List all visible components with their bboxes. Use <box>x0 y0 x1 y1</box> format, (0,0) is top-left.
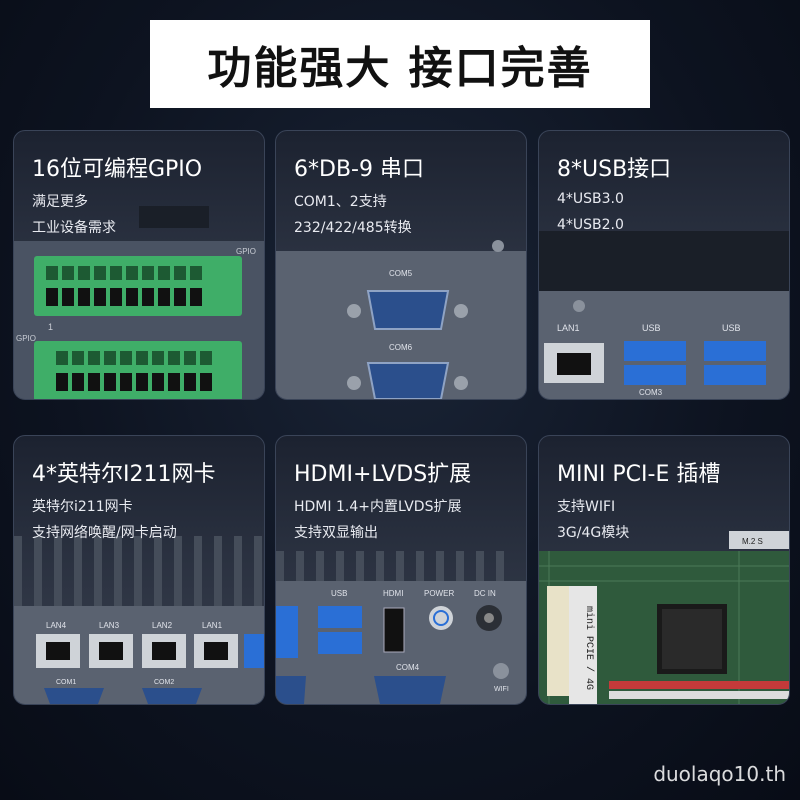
card-heading: 16位可编程GPIO <box>32 157 203 182</box>
lan1-label: LAN1 <box>202 621 223 630</box>
m2-label: M.2 S <box>742 537 763 546</box>
minipcie-illustration: M.2 S mini PCIE / 4G <box>539 531 789 704</box>
card-hdmi: USB HDMI POWER DC IN COM4 WIFI HDMI+LVDS… <box>275 435 527 705</box>
lan2-label: LAN2 <box>152 621 173 630</box>
card-line-1: 满足更多 <box>32 194 88 210</box>
card-line-2: 232/422/485转换 <box>294 220 412 236</box>
card-line-1: 英特尔i211网卡 <box>32 499 133 515</box>
card-usb: LAN1 USB USB COM3 8*USB接口 4*USB3.0 4*USB… <box>538 130 790 400</box>
card-line-1: 4*USB3.0 <box>557 191 624 207</box>
card-line-2: 4*USB2.0 <box>557 217 624 233</box>
card-line-2: 3G/4G模块 <box>557 525 630 541</box>
hdmi-label: HDMI <box>383 589 403 598</box>
gpio-label-left: GPIO <box>16 334 36 343</box>
watermark: duolaqo10.th <box>653 762 786 786</box>
com2-label: COM2 <box>154 679 174 686</box>
power-label: POWER <box>424 589 454 598</box>
db9-illustration: COM5 COM6 <box>276 240 526 399</box>
card-line-1: 支持WIFI <box>557 499 616 515</box>
card-db9: COM5 COM6 6*DB-9 串口 COM1、2支持 232/422/485… <box>275 130 527 400</box>
card-heading: 4*英特尔I211网卡 <box>32 462 216 487</box>
card-heading: HDMI+LVDS扩展 <box>294 462 472 487</box>
usb-label-2: USB <box>722 323 741 333</box>
wifi-label: WIFI <box>494 686 509 693</box>
hdmi-illustration: USB HDMI POWER DC IN COM4 WIFI <box>276 551 526 704</box>
gpio-label-top: GPIO <box>236 247 256 256</box>
page-title: 功能强大 接口完善 <box>207 43 593 94</box>
card-line-2: 支持双显输出 <box>294 525 378 541</box>
com3-label: COM3 <box>639 388 663 397</box>
card-heading: 8*USB接口 <box>557 157 672 182</box>
usb-label: USB <box>331 589 347 598</box>
pcie-card-text: mini PCIE / 4G <box>583 606 595 690</box>
gpio-illustration: GPIO GPIO 1 20 <box>14 206 264 399</box>
card-heading: MINI PCI-E 插槽 <box>557 462 721 487</box>
com4-label: COM4 <box>396 663 420 672</box>
lan-illustration: LAN4 LAN3 LAN2 LAN1 COM1 COM2 <box>14 536 264 704</box>
card-line-2: 支持网络唤醒/网卡启动 <box>32 525 177 541</box>
usb-label-1: USB <box>642 323 661 333</box>
pin-1-label: 1 <box>48 322 53 332</box>
card-line-1: HDMI 1.4+内置LVDS扩展 <box>294 499 462 515</box>
card-line-2: 工业设备需求 <box>32 220 116 236</box>
card-line-1: COM1、2支持 <box>294 194 387 210</box>
lan3-label: LAN3 <box>99 621 120 630</box>
usb-illustration: LAN1 USB USB COM3 <box>539 231 789 399</box>
title-banner: 功能强大 接口完善 <box>150 20 650 108</box>
com1-label: COM1 <box>56 679 76 686</box>
com6-label: COM6 <box>389 343 413 352</box>
card-gpio: GPIO GPIO 1 20 16位可编程GPIO 满足更多 工业设备需求 <box>13 130 265 400</box>
card-lan: LAN4 LAN3 LAN2 LAN1 COM1 COM2 4*英特尔I211网… <box>13 435 265 705</box>
lan4-label: LAN4 <box>46 621 67 630</box>
card-heading: 6*DB-9 串口 <box>294 157 424 182</box>
com5-label: COM5 <box>389 269 413 278</box>
lan1-label: LAN1 <box>557 323 580 333</box>
dcin-label: DC IN <box>474 589 496 598</box>
card-minipcie: M.2 S mini PCIE / 4G MINI PCI-E 插槽 支持WIF… <box>538 435 790 705</box>
